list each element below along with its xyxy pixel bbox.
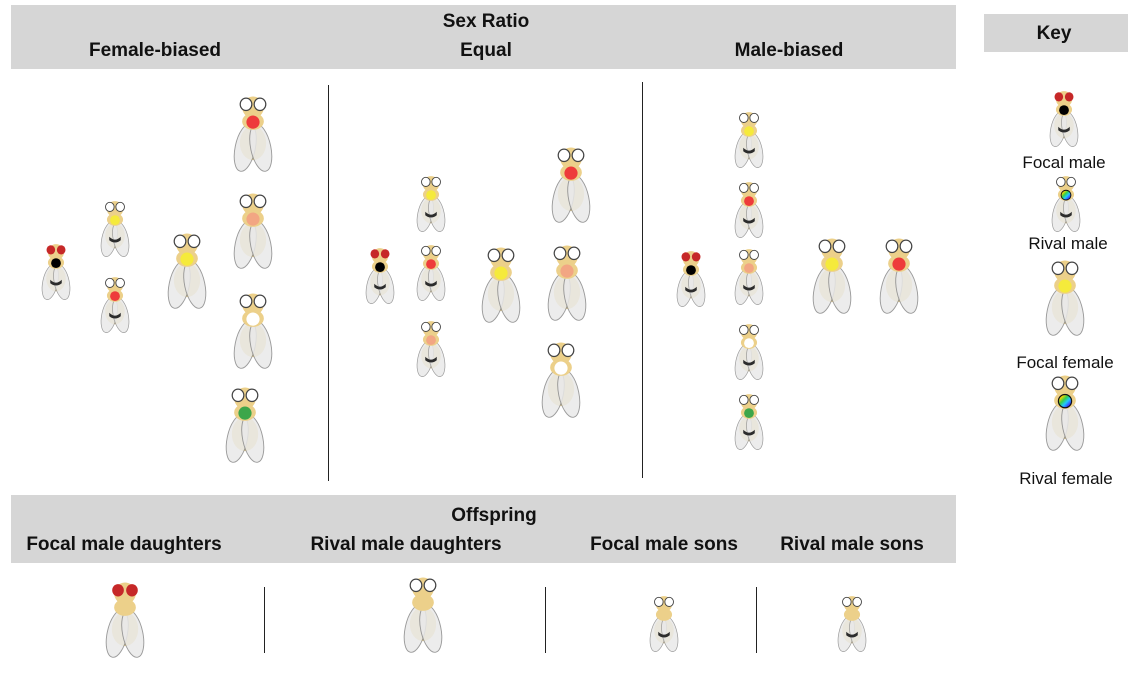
fly-male-biased-5 [726, 323, 772, 381]
key-label-focal-female: Focal female [1016, 354, 1113, 371]
fly-female-biased-8 [214, 386, 276, 464]
offspring-fly-focal-male-daughters [94, 581, 156, 659]
offspring-label-focal-male-daughters: Focal male daughters [26, 535, 221, 554]
fly-equal-5 [470, 246, 532, 324]
offspring-divider-2 [545, 587, 546, 653]
key-label-rival-female: Rival female [1019, 470, 1113, 487]
fly-male-biased-1 [668, 250, 714, 308]
key-label-focal-male: Focal male [1022, 154, 1105, 171]
fly-equal-1 [357, 247, 403, 305]
key-label-rival-male: Rival male [1028, 235, 1107, 252]
key-fly-focal-male [1041, 90, 1087, 148]
treatment-divider-1 [328, 85, 329, 481]
offspring-fly-rival-male-sons [829, 595, 875, 653]
fly-equal-7 [536, 244, 598, 322]
fly-female-biased-5 [222, 95, 284, 173]
column-header-female-biased: Female-biased [89, 41, 221, 60]
fly-female-biased-4 [156, 232, 218, 310]
key-title: Key [1037, 24, 1072, 43]
offspring-fly-rival-male-daughters [392, 576, 454, 654]
fly-male-biased-6 [726, 393, 772, 451]
fly-male-biased-4 [726, 248, 772, 306]
treatment-divider-2 [642, 82, 643, 478]
fly-female-biased-1 [33, 243, 79, 301]
offspring-label-rival-male-sons: Rival male sons [780, 535, 924, 554]
fly-equal-2 [408, 175, 454, 233]
fly-male-biased-3 [726, 181, 772, 239]
key-fly-focal-female [1034, 259, 1096, 337]
fly-male-biased-8 [868, 237, 930, 315]
offspring-label-rival-male-daughters: Rival male daughters [310, 535, 501, 554]
offspring-divider-3 [756, 587, 757, 653]
fly-equal-6 [540, 146, 602, 224]
fly-female-biased-6 [222, 192, 284, 270]
sex-ratio-title: Sex Ratio [443, 12, 530, 31]
fly-female-biased-2 [92, 200, 138, 258]
fly-equal-8 [530, 341, 592, 419]
key-fly-rival-female [1034, 374, 1096, 452]
key-fly-rival-male [1043, 175, 1089, 233]
fly-male-biased-2 [726, 111, 772, 169]
offspring-label-focal-male-sons: Focal male sons [590, 535, 738, 554]
column-header-male-biased: Male-biased [735, 41, 844, 60]
fly-female-biased-7 [222, 292, 284, 370]
offspring-fly-focal-male-sons [641, 595, 687, 653]
fly-female-biased-3 [92, 276, 138, 334]
offspring-divider-1 [264, 587, 265, 653]
offspring-title: Offspring [451, 506, 537, 525]
fly-male-biased-7 [801, 237, 863, 315]
column-header-equal: Equal [460, 41, 512, 60]
fly-equal-4 [408, 320, 454, 378]
fly-equal-3 [408, 244, 454, 302]
